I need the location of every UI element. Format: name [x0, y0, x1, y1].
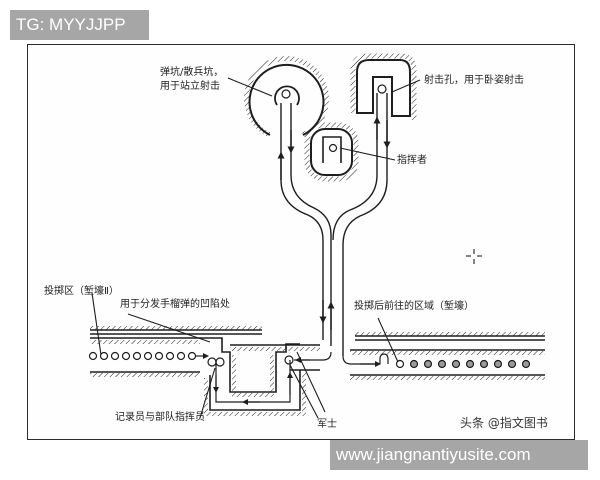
left-trench	[90, 326, 320, 377]
crosshair-icon	[466, 249, 482, 264]
label-throwing-zone: 投掷区（堑壕Ⅱ）	[44, 286, 119, 297]
soldier-markers-right	[395, 359, 531, 369]
label-after-throw-zone: 投掷后前往的区域（堑壕）	[354, 301, 474, 312]
label-commander: 指挥者	[397, 155, 427, 166]
label-foxhole-line1: 弹坑/散兵坑，	[160, 67, 224, 78]
leader-lines	[91, 77, 421, 419]
communication-lanes	[277, 93, 391, 356]
credit-text: 头条 @指文图书	[460, 416, 548, 430]
watermark-bottom: www.jiangnantiyusite.com	[330, 440, 588, 470]
commander-post	[304, 122, 359, 182]
firing-hole-pit	[350, 53, 417, 120]
label-foxhole-line2: 用于站立射击	[160, 81, 220, 92]
label-soldier: 军士	[317, 419, 337, 430]
label-grenade-recess: 用于分发手榴弹的凹陷处	[120, 299, 230, 310]
label-recorder: 记录员与部队指挥员	[115, 412, 205, 423]
label-firing-hole: 射击孔，用于卧姿射击	[424, 75, 524, 86]
grenade-recess-trench	[200, 337, 332, 416]
soldier-markers-left	[88, 351, 209, 361]
foxhole-pit	[244, 56, 329, 138]
watermark-top: TG: MYYJJPP	[10, 10, 149, 40]
right-trench	[342, 332, 545, 380]
